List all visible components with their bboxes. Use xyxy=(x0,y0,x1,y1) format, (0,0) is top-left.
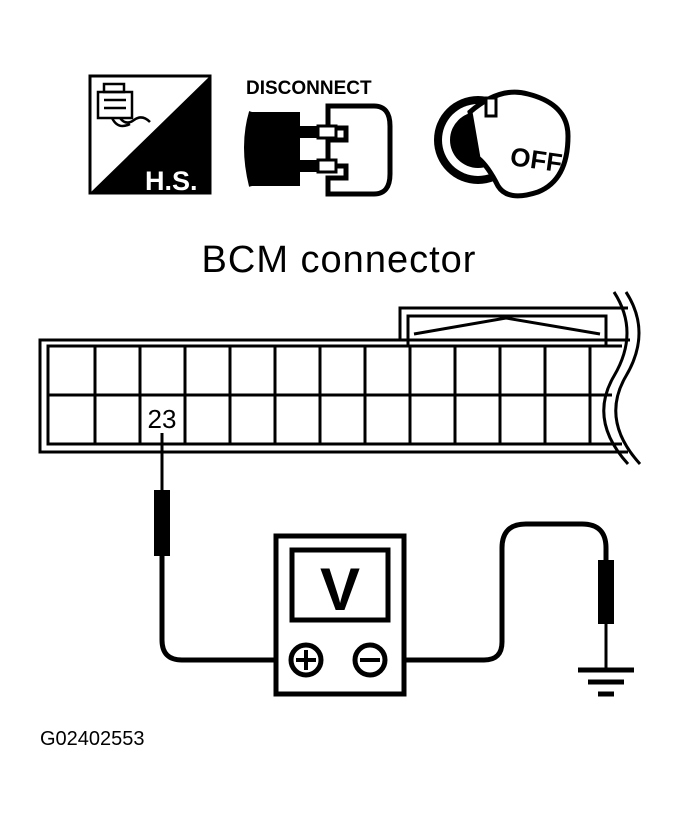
ignition-off-icon: OFF xyxy=(434,89,571,199)
disconnect-label: DISCONNECT xyxy=(246,78,372,99)
disconnect-icon: DISCONNECT xyxy=(244,78,393,197)
meter-letter: V xyxy=(320,556,360,623)
harness-connector-icon: H.S. xyxy=(88,74,212,196)
connector-title: BCM connector xyxy=(202,239,477,281)
voltmeter: V xyxy=(273,533,407,697)
harness-label: H.S. xyxy=(145,166,198,196)
break-lines xyxy=(602,291,642,466)
positive-terminal-icon xyxy=(288,642,324,678)
bcm-connector: 23 xyxy=(38,291,642,466)
terminal-grid xyxy=(48,346,612,444)
positive-probe xyxy=(154,490,170,556)
ground-icon xyxy=(578,667,634,697)
ignition-off-label: OFF xyxy=(508,141,564,178)
terminal-number: 23 xyxy=(148,404,177,434)
negative-terminal-icon xyxy=(352,642,388,678)
figure-code: G02402553 xyxy=(40,728,145,750)
wiring xyxy=(154,433,634,697)
negative-probe xyxy=(598,560,614,624)
